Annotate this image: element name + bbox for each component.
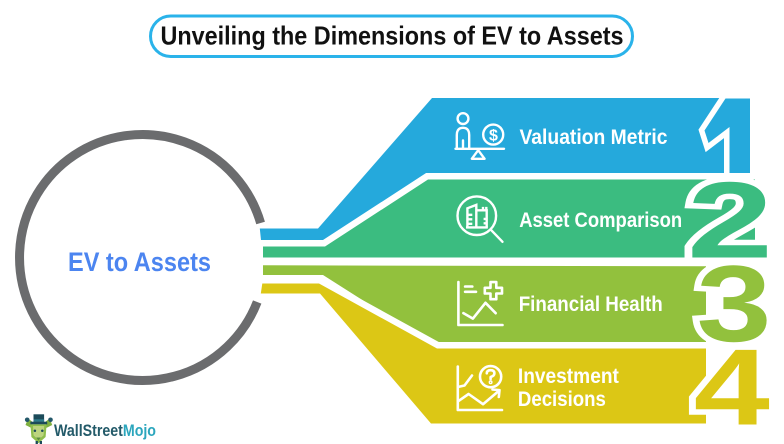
- svg-text:Asset Comparison: Asset Comparison: [519, 209, 682, 232]
- svg-text:WallStreetMojo: WallStreetMojo: [54, 422, 156, 440]
- svg-text:Financial Health: Financial Health: [519, 293, 663, 316]
- svg-text:Unveiling the Dimensions of EV: Unveiling the Dimensions of EV to Assets: [161, 21, 624, 51]
- svg-text:Investment: Investment: [518, 365, 619, 388]
- svg-text:Valuation Metric: Valuation Metric: [520, 126, 668, 149]
- svg-text:4: 4: [694, 327, 770, 444]
- svg-text:EV to Assets: EV to Assets: [68, 247, 211, 277]
- svg-text:Decisions: Decisions: [518, 388, 606, 411]
- svg-text:$: $: [489, 127, 498, 144]
- svg-text:2: 2: [687, 160, 773, 281]
- svg-text:3: 3: [697, 243, 772, 364]
